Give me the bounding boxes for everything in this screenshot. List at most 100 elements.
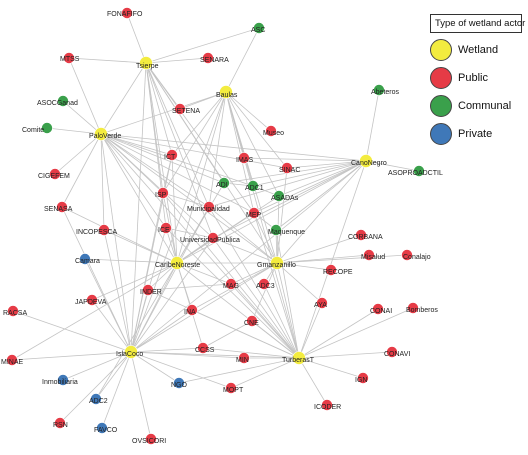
edge-Gmanzanillo-RECOPE [276,262,332,271]
node-isp [157,187,169,199]
legend-swatch-public [430,67,452,89]
edge-CanoNegro-ASOPROADCTIL [365,160,420,172]
node-mtss [63,52,75,64]
node-ice [160,222,172,234]
legend: Type of wetland actor Wetland Public Com… [430,14,525,145]
edge-IslaCoco-SENASA [61,206,132,353]
node-label-incopesca: INCOPESCA [76,229,118,236]
edge-IslaCoco-Inmobiliaria [62,351,132,381]
legend-item-communal: Communal [430,95,522,117]
node-comite [41,122,53,134]
node-label-ovsicori: OVSICORI [132,438,166,445]
edge-ICT-ISP [162,154,173,194]
node-label-islacoco: IslaCoco [116,351,143,358]
node-label-isp: ISP [155,192,167,199]
edge-CaribeNoreste-ICT [171,154,178,264]
node-label-adc2: ADC2 [89,398,108,405]
legend-label-private: Private [458,128,493,140]
edge-TurberasT-ICE [165,227,300,359]
edge-Tsierpe-MEP [145,62,255,214]
node-senasa [56,201,68,213]
node-label-senasa: SENASA [44,206,73,213]
node-inder [142,284,154,296]
node-label-conai: CONAI [370,308,392,315]
edge-TurberasT-Bomberos [298,307,414,359]
node-mag [225,278,237,290]
node-caribenoreste [170,256,184,270]
node-asoproadctil [413,165,425,177]
node-asocganad [57,95,69,107]
edge-IslaCoco-INCOPESCA [103,229,132,353]
edge-TurberasT-MAG [230,283,300,359]
node-turberast [292,351,306,365]
edge-Baulas-ICT [171,91,227,156]
edge-IslaCoco-ADC2 [95,351,132,400]
edge-CaribeNoreste-SENASA [61,206,178,264]
edge-TurberasT-CNE [251,320,300,359]
edge-PaloVerde-INCOPESCA [100,133,105,231]
edge-Baulas-Municipalidad [208,91,227,208]
edge-PaloVerde-ICT [100,133,173,156]
edge-Gmanzanillo-SINAC [276,167,288,264]
node-label-comite: Comite [22,127,44,134]
edge-CaribeNoreste-MAG [176,262,232,285]
node-sinac [281,162,293,174]
node-adi [218,177,230,189]
edge-Tsierpe-Gmanzanillo [145,62,278,264]
edge-TurberasT-NGO [178,357,300,384]
node-label-turberast: TurberasT [282,357,315,364]
node-adc2 [90,393,102,405]
node-conavi [386,346,398,358]
node-label-japdeva: JAPDEVA [75,299,107,306]
edge-Baulas-PaloVerde [100,91,227,135]
node-min [238,352,250,364]
node-label-mep: MEP [246,212,262,219]
node-favco [96,422,108,434]
edge-CanoNegro-Maquenque [275,160,367,231]
node-label-adc1: ADC1 [245,185,264,192]
edge-Gmanzanillo-UniversidadPublica [212,237,278,264]
edge-PaloVerde-UniversidadPublica [100,133,214,239]
node-label-adi: ADI [216,182,228,189]
edge-IslaCoco-RSN [59,351,132,424]
edge-CanoNegro-ADC1 [252,160,367,187]
node-asadas [273,190,285,202]
node-label-municipalidad: Municipalidad [187,206,230,213]
edge-Gmanzanillo-Conalajo [276,254,408,264]
edge-Baulas-Gmanzanillo [225,91,278,264]
node-corbana [355,229,367,241]
node-label-cne: CNE [244,320,259,327]
edge-PaloVerde-Municipalidad [100,133,210,208]
edge-CanoNegro-IMAS [243,157,367,162]
edge-IslaCoco-OVSICORI [130,351,152,440]
edge-TurberasT-IGN [298,357,364,379]
node-camara [79,253,91,265]
node-label-canonegro: CanoNegro [351,160,387,167]
node-label-museo: Museo [263,130,284,137]
node-japdeva [86,294,98,306]
legend-label-communal: Communal [458,100,512,112]
node-label-mtss: MTSS [60,56,80,63]
edge-CanoNegro-SINAC [286,160,367,169]
edge-IslaCoco-MINAE [11,351,132,361]
edge-Baulas-SINAC [225,91,288,169]
node-label-tsierpe: Tsierpe [136,63,159,70]
node-ccss [197,342,209,354]
edge-Gmanzanillo-TurberasT [276,262,300,359]
node-label-bomberos: Bomberos [406,307,438,314]
edge-PaloVerde-ADI [100,133,225,184]
node-label-min: MIN [236,357,249,364]
node-adc3 [258,278,270,290]
node-label-asc: ASC [251,27,265,34]
edge-CaribeNoreste-MINAE [11,262,178,361]
node-minae [6,354,18,366]
edge-Baulas-TurberasT [225,91,300,359]
edge-CanoNegro-Municipalidad [208,160,367,208]
node-islacoco [124,345,138,359]
node-misalud [363,249,375,261]
edge-Tsierpe-CaribeNoreste [145,62,178,264]
edge-PaloVerde-ASOCGanad [62,100,102,135]
node-label-asocganad: ASOCGanad [37,100,78,107]
node-aya [316,297,328,309]
edge-IslaCoco-RACSA [12,310,132,353]
